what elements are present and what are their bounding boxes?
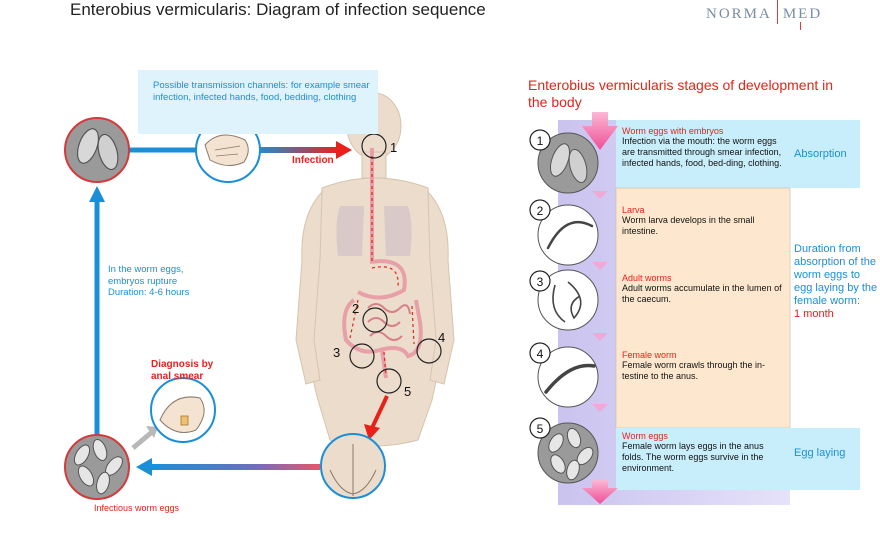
egg-laying-band-extension (790, 428, 860, 490)
lungs (336, 206, 412, 256)
body-markers (349, 133, 442, 394)
absorption-band-extension (790, 120, 860, 188)
egg-laying-band (616, 428, 790, 490)
normamed-logo: NORMA MED (706, 0, 823, 30)
stages-title: Enterobius vermicularis stages of develo… (528, 77, 834, 110)
infection-arrow-head (336, 141, 352, 159)
stage-5-title: Worm eggs (622, 431, 668, 441)
infectious-eggs-circle (64, 434, 130, 500)
stage-3-title: Adult worms (622, 273, 672, 283)
anal-smear-circle (150, 377, 216, 443)
stage-4-text: Female worm crawls through the in-testin… (622, 360, 766, 381)
stage-number-5: 5 (537, 422, 544, 436)
infection-label: Infection (292, 155, 334, 166)
stage-3-text-block: Adult worms Adult worms accumulate in th… (622, 273, 784, 305)
egg-laying-arrow-head (364, 424, 380, 440)
stage-small-arrows (592, 191, 608, 412)
transmission-text: Possible transmission channels: for exam… (153, 80, 370, 103)
eggs-rupture-text: In the worm eggs, embryos rupture Durati… (108, 264, 190, 298)
body-number-2: 2 (352, 301, 359, 316)
diagnosis-arrow-head (146, 426, 158, 438)
stage-2-text-block: Larva Worm larva develops in the small i… (622, 205, 784, 237)
stage-5-text: Female worm lays eggs in the anus folds.… (622, 441, 764, 473)
hands-circle (195, 117, 261, 183)
stage-1-text: Infection via the mouth: the worm eggs a… (622, 136, 782, 168)
stage-2-text: Worm larva develops in the small intesti… (622, 215, 755, 236)
stage-2-circle (537, 204, 599, 266)
transmission-box (138, 70, 378, 134)
cycle-line-bottom (150, 464, 320, 470)
egg-laying-label: Egg laying (794, 447, 846, 459)
duration-band (615, 187, 791, 429)
body-number-5: 5 (404, 384, 411, 399)
body-number-3: 3 (333, 345, 340, 360)
stage-4-title: Female worm (622, 350, 677, 360)
stage-4-circle (537, 346, 599, 408)
stage-1-title: Worm eggs with embryos (622, 126, 724, 136)
stage-number-1: 1 (537, 134, 544, 148)
diagnosis-arrow (131, 430, 154, 450)
stage-5-circle (537, 422, 599, 484)
stage-1-text-block: Worm eggs with embryos Infection via the… (622, 126, 784, 169)
cycle-arrow-up (89, 186, 105, 202)
stage-5-text-block: Worm eggs Female worm lays eggs in the a… (622, 431, 784, 474)
stage-3-circle (537, 269, 599, 331)
stage-1-circle (537, 132, 599, 194)
logo-right-text: MED (782, 6, 823, 22)
stage-4-text-block: Female worm Female worm crawls through t… (622, 350, 784, 382)
infectious-eggs-label: Infectious worm eggs (94, 503, 180, 513)
duration-text: Duration from absorption of the worm egg… (794, 243, 878, 307)
human-body (295, 92, 455, 447)
egg-embryo-circle (64, 117, 130, 183)
exit-arrow (582, 480, 618, 504)
logo-left-text: NORMA (706, 6, 772, 22)
tract-arrows (349, 156, 415, 377)
absorption-label: Absorption (794, 148, 847, 160)
cycle-arrow-left (136, 458, 152, 476)
diagnosis-label: Diagnosis by anal smear (151, 359, 214, 382)
stage-number-3: 3 (537, 275, 544, 289)
stage-number-2: 2 (537, 204, 544, 218)
absorption-band (616, 120, 790, 188)
intestine-loops (367, 303, 411, 341)
duration-value: 1 month (794, 308, 834, 320)
stage-3-text: Adult worms accumulate in the lumen of t… (622, 283, 782, 304)
egg-laying-arrow (370, 395, 389, 429)
buttocks-circle (320, 433, 386, 499)
body-number-4: 4 (438, 330, 445, 345)
body-number-1: 1 (390, 140, 397, 155)
absorption-arrow (582, 112, 618, 150)
infection-arrow-shaft (258, 147, 338, 153)
stage-2-title: Larva (622, 205, 645, 215)
duration-block: Duration from absorption of the worm egg… (794, 243, 878, 321)
stage-number-4: 4 (537, 347, 544, 361)
page-title: Enterobius vermicularis: Diagram of infe… (70, 0, 486, 19)
